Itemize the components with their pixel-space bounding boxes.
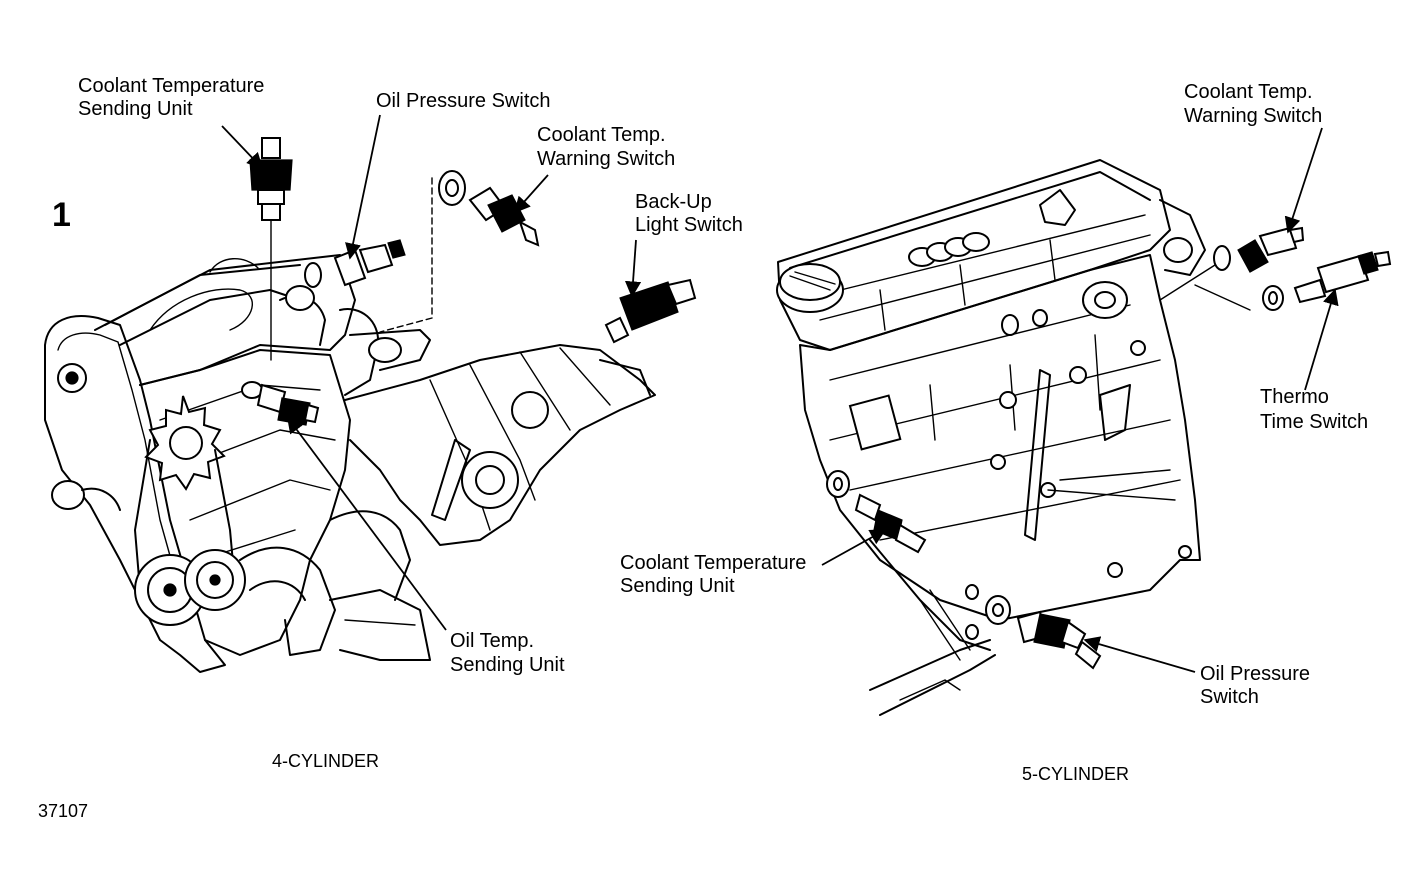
label-oil-pressure-switch-4cyl: Oil Pressure Switch bbox=[376, 90, 551, 112]
label-coolant-temp-warning-switch-4cyl: Coolant Temp. Warning Switch bbox=[537, 124, 675, 170]
coolant-temp-warning-switch-sensor-4cyl bbox=[438, 170, 540, 247]
coolant-temp-sending-unit-sensor-4cyl bbox=[249, 137, 293, 361]
coolant-temp-warning-switch-sensor-5cyl bbox=[1213, 226, 1305, 273]
leader-warning-switch-4cyl bbox=[513, 174, 549, 214]
figure-number: 1 bbox=[52, 196, 71, 234]
leader-coolant-temp-sending-5cyl bbox=[821, 529, 887, 566]
leader-oil-pressure-4cyl bbox=[345, 114, 381, 260]
label-oil-temp-sending-unit-4cyl: Oil Temp. Sending Unit bbox=[450, 630, 565, 676]
cam-sprocket bbox=[144, 395, 226, 491]
leader-backup-light-4cyl bbox=[624, 239, 642, 298]
oil-pressure-switch-sensor-5cyl bbox=[985, 595, 1102, 670]
four-cylinder-engine-drawing bbox=[44, 177, 656, 673]
coolant-temp-sending-unit-sensor-5cyl bbox=[826, 470, 927, 554]
leader-oil-temp-4cyl bbox=[287, 416, 447, 631]
backup-light-switch-sensor-4cyl bbox=[604, 278, 697, 344]
label-thermo-time-switch-5cyl: Thermo Time Switch bbox=[1260, 386, 1368, 433]
label-oil-pressure-switch-5cyl: Oil Pressure Switch bbox=[1200, 663, 1316, 708]
label-coolant-temp-sending-unit-4cyl: Coolant Temperature Sending Unit bbox=[78, 75, 270, 120]
label-coolant-temp-warning-switch-5cyl: Coolant Temp. Warning Switch bbox=[1184, 81, 1322, 127]
leader-oil-pressure-5cyl bbox=[1083, 636, 1196, 673]
label-backup-light-switch-4cyl: Back-Up Light Switch bbox=[635, 191, 743, 236]
label-coolant-temp-sending-unit-5cyl: Coolant Temperature Sending Unit bbox=[620, 552, 812, 597]
crank-pulley bbox=[134, 549, 246, 626]
caption-4-cylinder: 4-CYLINDER bbox=[272, 751, 379, 771]
oil-temp-sending-unit-sensor-4cyl bbox=[241, 381, 320, 426]
leader-warning-switch-5cyl bbox=[1284, 127, 1323, 234]
thermo-time-switch-sensor-5cyl bbox=[1262, 250, 1392, 311]
figure-code: 37107 bbox=[38, 801, 88, 821]
caption-5-cylinder: 5-CYLINDER bbox=[1022, 764, 1129, 784]
leader-thermo-time-5cyl bbox=[1304, 288, 1339, 391]
leader-coolant-temp-sending-4cyl bbox=[221, 125, 264, 170]
valve-cover-logo bbox=[908, 232, 990, 267]
oil-pressure-switch-sensor-4cyl bbox=[304, 239, 406, 288]
five-cylinder-engine-drawing bbox=[776, 159, 1251, 716]
oil-filler-cap bbox=[776, 263, 844, 313]
